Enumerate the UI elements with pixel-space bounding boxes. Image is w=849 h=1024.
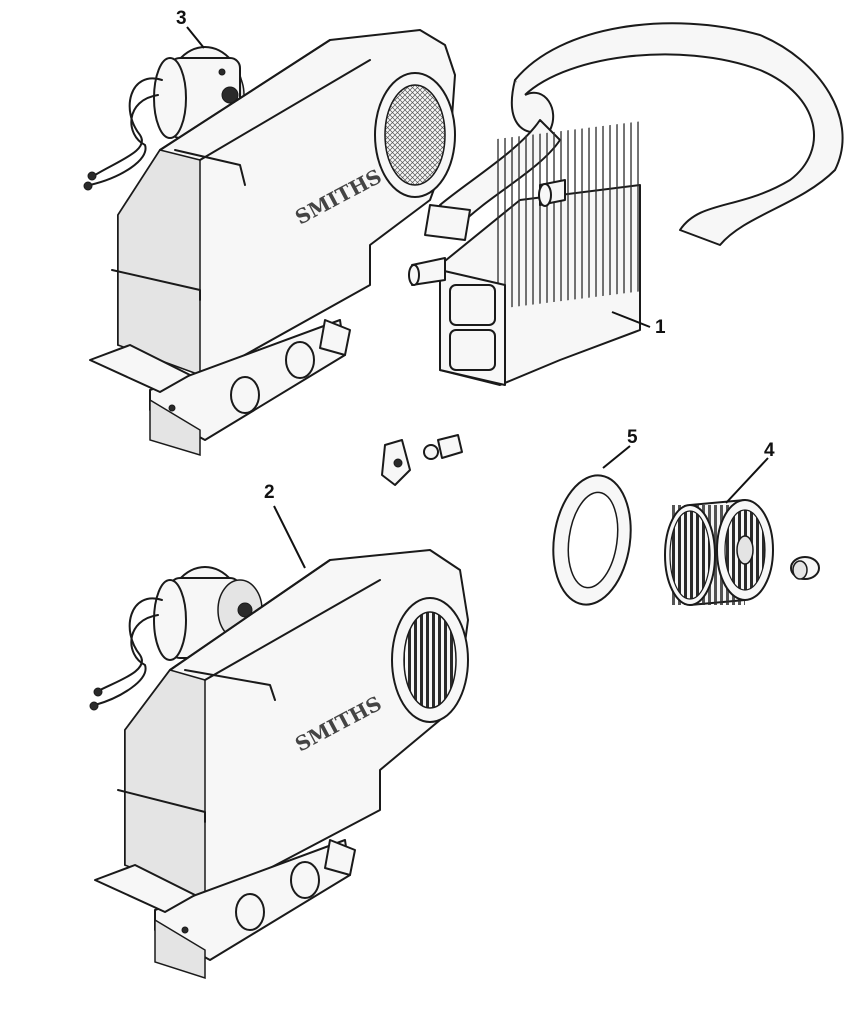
callout-2: 2: [264, 482, 306, 569]
heater-assembly-lower: SMITHS: [89, 549, 469, 980]
callout-1: 1: [611, 311, 666, 338]
sealing-ring: [552, 474, 632, 606]
bracket-and-screw: [381, 434, 463, 486]
blower-fan: [664, 499, 820, 606]
heater-matrix: [408, 121, 641, 386]
callout-1-label: 1: [655, 317, 666, 338]
callout-5: 5: [602, 427, 638, 469]
callout-4: 4: [725, 440, 775, 504]
callout-4-label: 4: [764, 440, 775, 461]
callout-5-label: 5: [627, 427, 638, 448]
callout-3: 3: [176, 8, 205, 49]
heater-assembly-upper: SMITHS: [83, 29, 456, 457]
callout-3-label: 3: [176, 8, 187, 29]
callout-2-label: 2: [264, 482, 275, 503]
